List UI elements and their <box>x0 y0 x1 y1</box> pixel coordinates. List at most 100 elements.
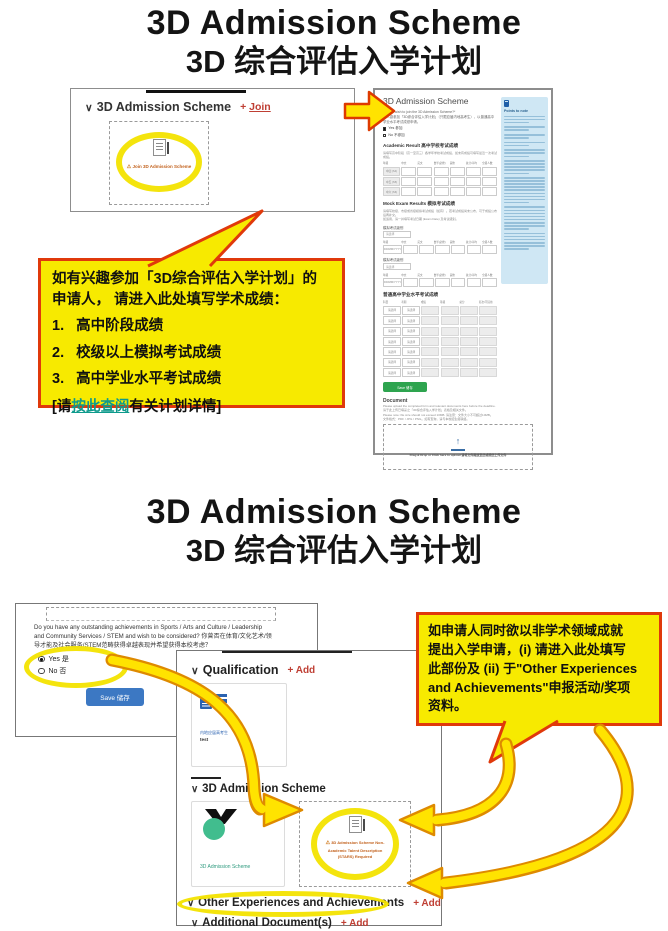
other-add-link[interactable]: + Add <box>413 897 441 909</box>
score-input[interactable] <box>433 166 449 176</box>
scheme-card[interactable]: × 3D Admission Scheme <box>191 801 285 887</box>
chevron-down-icon[interactable]: ∨ <box>85 101 93 114</box>
column-header: 中文 <box>401 162 407 166</box>
additional-add-link[interactable]: + Add <box>340 917 369 929</box>
quiz-save-button[interactable]: Save 储存 <box>86 688 144 706</box>
score-input[interactable] <box>482 177 498 187</box>
score-input[interactable] <box>450 245 466 255</box>
join-link[interactable]: + Join <box>240 101 271 113</box>
crop-artifact-line <box>146 90 246 93</box>
score-input[interactable] <box>403 245 418 255</box>
score-input[interactable] <box>433 177 449 187</box>
score-input[interactable] <box>465 166 481 176</box>
score-input[interactable] <box>401 187 417 197</box>
term-select[interactable]: 请选择 <box>402 326 421 336</box>
page-title2-zh: 3D 综合评估入学计划 <box>185 533 483 569</box>
mock-level-select[interactable]: 请选择 <box>383 263 411 271</box>
score-input[interactable] <box>449 166 465 176</box>
close-icon[interactable]: × <box>272 805 278 815</box>
term-select[interactable]: 请选择 <box>402 368 421 378</box>
column-header: 年级 <box>383 273 389 277</box>
stars-dropzone[interactable]: ⚠ 3D Admission Scheme Non- Academic Tale… <box>299 801 411 887</box>
score-input[interactable] <box>482 166 498 176</box>
chevron-down-icon[interactable]: ∨ <box>191 664 199 677</box>
term-select[interactable]: 请选择 <box>402 337 421 347</box>
table-row: 请选择请选择 <box>383 357 498 367</box>
section1-title: 3D Admission Scheme 3D 综合评估入学计划 <box>0 4 668 79</box>
score-input[interactable] <box>465 187 481 197</box>
column-header: 总分/平均 <box>465 240 477 244</box>
qualification-card[interactable]: 内地应届高考生 test <box>191 683 287 767</box>
score-input[interactable] <box>434 245 450 255</box>
subject-select[interactable]: 请选择 <box>383 316 402 326</box>
subject-select[interactable]: 请选择 <box>383 368 402 378</box>
callout2-line2: 提出入学申请，(i) 请进入此处填写 <box>428 641 626 657</box>
subject-select[interactable]: 请选择 <box>383 305 402 315</box>
score-input[interactable] <box>433 187 449 197</box>
scheme-medal-icon <box>202 809 242 845</box>
academic-desc: 请填写高中阶段（高一至高三）各学年学校考试成绩，如未有成绩可填写最近一次考试成绩… <box>383 150 498 159</box>
qualification-add-link[interactable]: + Add <box>287 664 316 676</box>
document-note-line: Please note: file size should not exceed… <box>383 412 493 417</box>
qualification-card-line1: 内地应届高考生 <box>200 730 228 735</box>
term-select[interactable]: 请选择 <box>402 347 421 357</box>
divider-line <box>191 777 221 779</box>
term-select[interactable]: 请选择 <box>402 316 421 326</box>
score-input[interactable] <box>401 177 417 187</box>
save-button-green[interactable]: Save 储存 <box>383 382 427 393</box>
quiz-question-line3: 导才能及社会服务/STEM范畴获得卓越表现并希望获得本校考虑？ <box>34 642 212 650</box>
scheme-card-label: 3D Admission Scheme <box>200 864 251 870</box>
score-input[interactable] <box>449 187 465 197</box>
score-input[interactable] <box>417 166 433 176</box>
mock-level-select[interactable]: 请选择 <box>383 230 411 238</box>
subject-select[interactable]: 请选择 <box>383 337 402 347</box>
score-input[interactable] <box>434 278 450 288</box>
term-select[interactable]: 请选择 <box>402 305 421 315</box>
score-input[interactable] <box>403 278 418 288</box>
score-input[interactable] <box>449 177 465 187</box>
mock-desc-2: 如适用，请一并填写考试日期 (Exam Date) 及考试级别。 <box>383 217 459 222</box>
score-input[interactable] <box>482 187 498 197</box>
score-input[interactable] <box>465 177 481 187</box>
subject-select[interactable]: 请选择 <box>383 326 402 336</box>
score-input[interactable] <box>466 245 482 255</box>
subject-select[interactable]: 请选择 <box>383 347 402 357</box>
score-input[interactable] <box>466 278 482 288</box>
table-row: DD/MM/YYYY <box>383 245 497 255</box>
score-input[interactable] <box>401 166 417 176</box>
footer-post: 有关计划详情] <box>129 398 222 415</box>
score-input[interactable] <box>450 278 466 288</box>
radio-yes-row[interactable]: Yes 参加 <box>383 126 497 131</box>
radio-no-row[interactable]: No 不参加 <box>383 133 497 138</box>
score-input[interactable] <box>417 187 433 197</box>
date-input[interactable]: DD/MM/YYYY <box>383 245 403 255</box>
chevron-down-icon[interactable]: ∨ <box>191 917 199 929</box>
score-input[interactable] <box>419 245 434 255</box>
form-main-column: 3D Admission Scheme Do you wish to join … <box>383 96 533 470</box>
score-input[interactable] <box>417 177 433 187</box>
score-input[interactable] <box>482 278 497 288</box>
score-input[interactable] <box>482 245 497 255</box>
plus-sign: + <box>240 101 247 113</box>
column-header: 年级 <box>383 240 389 244</box>
callout1-list-item: 2.校级以上模拟考试成绩 <box>52 344 222 361</box>
join-scheme-dropzone[interactable]: ⚠ Join 3D Admission Scheme <box>109 121 209 205</box>
radio-yes[interactable] <box>383 127 387 131</box>
scheme-widget-panel: ∨ 3D Admission Scheme + Join ⚠ Join 3D A… <box>70 88 355 212</box>
quiz-question-line2: and Community Services / STEM and wish t… <box>34 633 272 641</box>
details-link[interactable]: 按此查阅 <box>71 398 130 415</box>
upload-icon: ↑ <box>451 436 465 451</box>
subject-select[interactable]: 请选择 <box>383 357 402 367</box>
callout1-line2: 申请人， 请进入此处填写学术成绩： <box>52 291 289 308</box>
chevron-down-icon[interactable]: ∨ <box>191 783 199 795</box>
date-input[interactable]: DD/MM/YYYY <box>383 278 403 288</box>
upload-dropzone[interactable]: ↑ Drag & Drop or Click here to upload 请将… <box>383 423 533 470</box>
score-input[interactable] <box>419 278 434 288</box>
term-select[interactable]: 请选择 <box>402 357 421 367</box>
table-row: 请选择请选择 <box>383 337 498 347</box>
table-row: 中四 (S4) <box>383 166 498 176</box>
radio-no[interactable] <box>383 133 387 138</box>
mock-heading: Mock Exam Results 模拟考试成绩 <box>383 201 455 207</box>
disabled-cell <box>421 368 440 378</box>
